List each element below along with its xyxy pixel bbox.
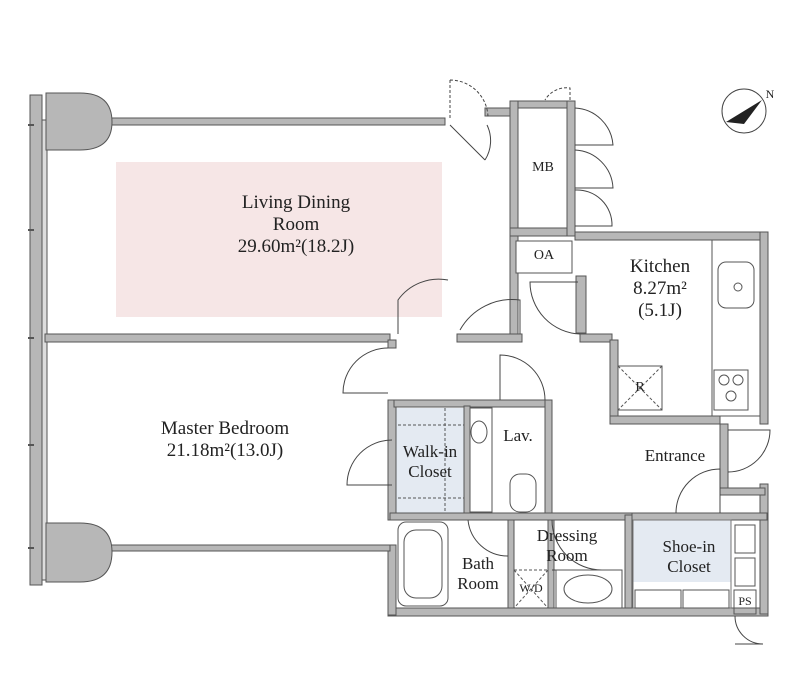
- shoein-closet-name-2: Closet: [667, 556, 711, 576]
- living-room-label: Living Dining Room 29.60m²(18.2J): [196, 192, 396, 258]
- ps-label: PS: [738, 594, 752, 608]
- window-marks: [28, 124, 34, 549]
- mb-label: MB: [532, 160, 554, 175]
- living-room-name-2: Room: [272, 213, 320, 235]
- compass-icon: [721, 88, 767, 134]
- compass-label: N: [765, 87, 775, 101]
- living-highlight: [116, 162, 442, 317]
- fridge-label: R: [635, 380, 645, 395]
- master-bedroom-label: Master Bedroom 21.18m²(13.0J): [120, 418, 330, 462]
- lav-label: Lav.: [503, 426, 533, 445]
- master-bedroom-area: 21.18m²(13.0J): [166, 439, 284, 461]
- kitchen-jou: (5.1J): [638, 299, 682, 321]
- walkin-closet-label: Walk-in Closet: [396, 442, 464, 481]
- bath-room-label: Bath Room: [448, 554, 508, 593]
- living-room-name: Living Dining: [241, 192, 351, 213]
- column-bottom: [45, 522, 113, 583]
- walls: [29, 94, 769, 617]
- walkin-closet-name: Walk-in: [402, 442, 458, 461]
- master-bedroom-name: Master Bedroom: [160, 418, 290, 439]
- kitchen-label: Kitchen 8.27m² (5.1J): [610, 256, 710, 322]
- dressing-room-label: Dressing Room: [524, 526, 610, 565]
- living-room-area: 29.60m²(18.2J): [237, 235, 355, 257]
- shoein-closet-name: Shoe-in: [662, 537, 716, 556]
- doors: [342, 79, 771, 645]
- walkin-closet-name-2: Closet: [408, 461, 452, 481]
- washer-label: W/D: [519, 581, 543, 595]
- column-top: [45, 92, 113, 151]
- shoein-closet-highlight: [633, 520, 731, 582]
- bath-room-name: Bath: [461, 554, 495, 573]
- kitchen-area: 8.27m²: [633, 277, 687, 299]
- kitchen-name: Kitchen: [629, 256, 691, 277]
- fixtures: [397, 107, 761, 615]
- bath-room-name-2: Room: [457, 573, 499, 593]
- dressing-room-name-2: Room: [546, 545, 588, 565]
- oa-label: OA: [533, 248, 555, 263]
- shoein-closet-label: Shoe-in Closet: [646, 537, 732, 576]
- entrance-label: Entrance: [644, 446, 706, 465]
- dressing-room-name: Dressing: [536, 526, 598, 545]
